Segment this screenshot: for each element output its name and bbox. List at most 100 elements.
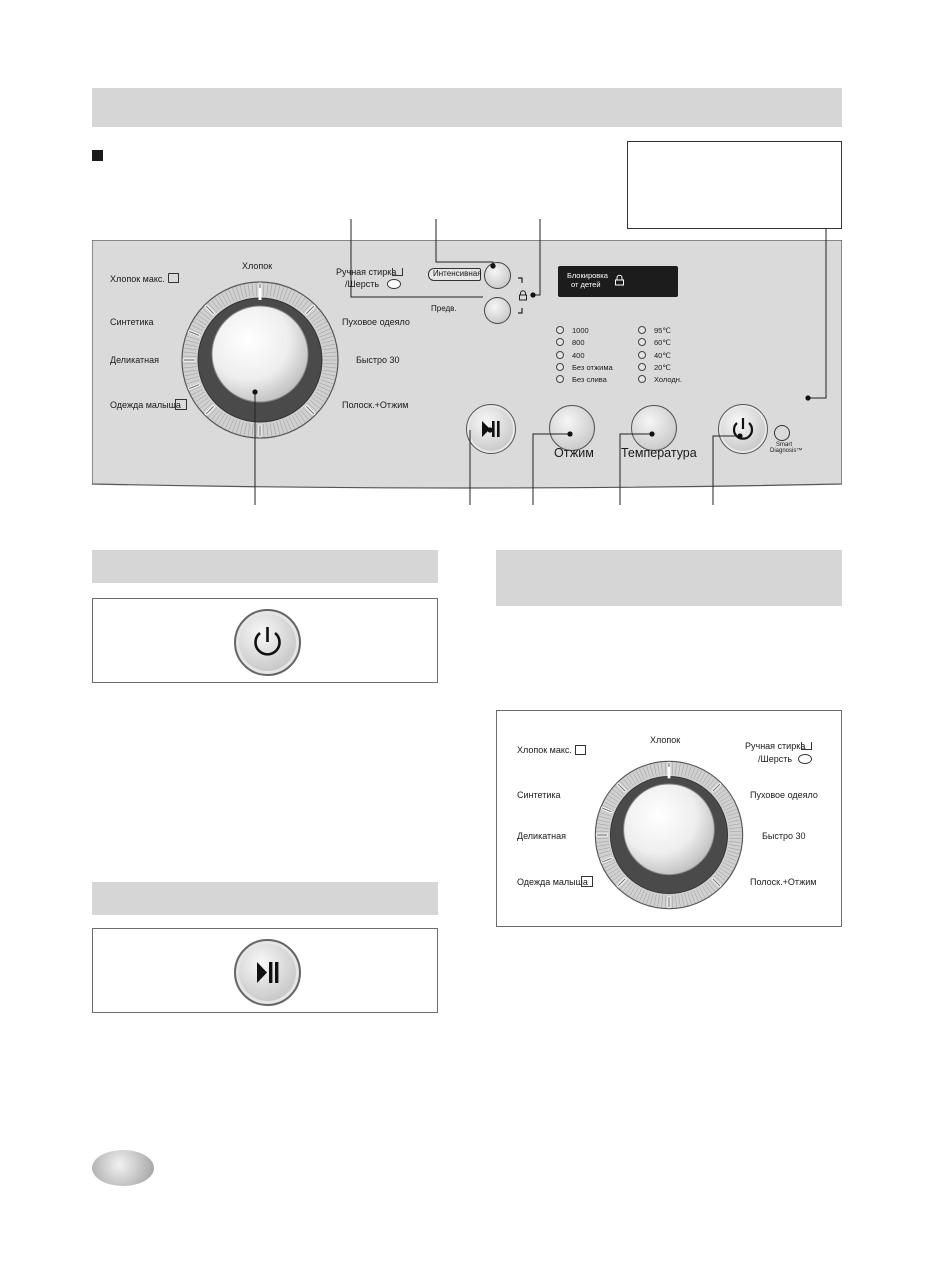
temp-led	[638, 362, 646, 371]
dial2-ridge	[629, 885, 637, 897]
spin-led	[556, 375, 564, 384]
dial2-ridge	[681, 894, 685, 907]
dial-ridge	[315, 321, 327, 329]
dial-ridge	[232, 419, 238, 432]
temp-indicator-label: 60℃	[654, 338, 671, 348]
baby-shirt-icon	[175, 399, 187, 410]
program-dial-large[interactable]	[584, 750, 754, 920]
dial-ridge	[307, 308, 318, 318]
label-prewash: Предв.	[431, 304, 457, 313]
dial-ridge	[319, 382, 332, 388]
dial2-ridge	[684, 764, 689, 777]
intensive-button[interactable]	[484, 262, 511, 289]
dial2-ridge	[701, 773, 709, 785]
dial-ridge	[183, 355, 197, 357]
dial2-ridge	[646, 892, 651, 905]
dial2-ridge	[725, 856, 737, 862]
temp-indicator: 20℃	[638, 362, 671, 372]
spin-button[interactable]	[549, 405, 595, 451]
power-icon-large	[254, 627, 281, 656]
dial2-ridge	[727, 850, 740, 855]
dial2-ridge	[605, 798, 617, 805]
spin-indicator: 1000	[556, 326, 589, 335]
dial-ridge	[318, 385, 331, 392]
dial2-ridge	[597, 819, 610, 823]
dial2-ridge	[653, 763, 657, 776]
spin-indicator: Без слива	[556, 375, 607, 384]
dial-ridge	[323, 351, 337, 354]
dial-ridge	[185, 376, 199, 381]
label2-cotton: Хлопок	[650, 735, 681, 745]
dial-ridge	[183, 363, 197, 365]
dial-ridge	[297, 411, 306, 423]
dial2-ridge	[671, 895, 674, 908]
dial-ridge	[311, 397, 323, 406]
tag-icon	[168, 273, 179, 283]
dial2-ridge	[605, 865, 617, 872]
temp-indicator: 95℃	[638, 326, 671, 335]
dial2-program-tick-core	[601, 807, 612, 813]
temp-led	[638, 375, 646, 384]
dial2-ridge	[653, 894, 657, 907]
dial2-ridge	[642, 891, 648, 903]
dial-ridge	[255, 283, 257, 297]
dial-ridge	[313, 317, 325, 326]
power-button-large[interactable]	[234, 609, 301, 676]
dial-ridge	[211, 409, 220, 420]
dial-ridge	[255, 423, 257, 437]
dial-ridge	[193, 321, 205, 329]
dial-ridge	[263, 283, 265, 297]
label2-quick30: Быстро 30	[762, 831, 806, 841]
start-pause-button-large[interactable]	[234, 939, 301, 1006]
dial2-ridge	[597, 844, 610, 847]
dial-ridge	[200, 311, 211, 320]
temp-indicator: 60℃	[638, 338, 671, 347]
dial2-ridge	[729, 830, 742, 833]
label-duvet: Пуховое одеяло	[342, 317, 410, 327]
dial2-ridge	[642, 767, 648, 779]
dial2-ridge	[719, 867, 731, 875]
label2-baby-wear: Одежда малыша	[517, 877, 588, 887]
dial-ridge	[211, 300, 220, 311]
label2-delicate: Деликатная	[517, 831, 566, 841]
dial-ridge	[322, 343, 336, 347]
label-delicate: Деликатная	[110, 355, 159, 365]
dial-program-tick-core	[188, 330, 200, 336]
section-bar-program	[496, 550, 842, 606]
spin-indicator-label: 1000	[572, 326, 589, 335]
label-quick30: Быстро 30	[356, 355, 400, 365]
label2-synthetics: Синтетика	[517, 790, 561, 800]
power-button[interactable]	[718, 404, 768, 454]
spin-led	[556, 338, 564, 347]
tag-icon-2	[575, 745, 586, 755]
dial-program-tick-core	[205, 305, 214, 314]
dial2-ridge	[620, 879, 629, 890]
dial-ridge	[189, 385, 202, 392]
dial2-ridge	[693, 890, 699, 902]
dial2-ridge	[724, 805, 736, 811]
dial-ridge	[316, 324, 329, 332]
dial-ridge	[291, 293, 299, 305]
dial-ridge	[309, 311, 320, 320]
label-hand-wash: Ручная стирка	[336, 267, 397, 277]
dial2-ridge	[671, 762, 674, 775]
prewash-button[interactable]	[484, 297, 511, 324]
leader-lines	[252, 219, 827, 505]
dial-ridge	[186, 335, 200, 341]
dial2-program-tick-core	[712, 783, 721, 792]
dial2-ridge	[724, 859, 736, 865]
program-dial[interactable]	[170, 270, 350, 450]
dial-ridge	[228, 418, 235, 431]
temperature-button[interactable]	[631, 405, 677, 451]
dial2-ridge	[699, 771, 706, 783]
dial-ridge	[202, 402, 213, 412]
dial2-ridge	[675, 762, 677, 775]
wool-icon-2	[798, 754, 812, 764]
dial2-ridge	[693, 768, 699, 780]
temp-indicator-label: 40℃	[654, 350, 671, 360]
dial2-ridge	[684, 893, 689, 906]
dial2-ridge	[664, 895, 667, 908]
spin-indicator: 800	[556, 338, 585, 347]
dial-ridge	[235, 420, 241, 434]
dial2-ridge	[687, 765, 692, 778]
